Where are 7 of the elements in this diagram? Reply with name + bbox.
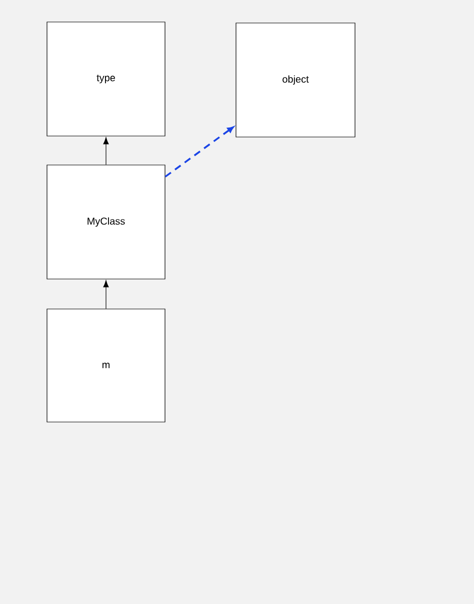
class-box: type	[46, 22, 166, 136]
arrow	[103, 280, 109, 309]
arrow	[164, 126, 234, 178]
class-box: MyClass	[46, 164, 166, 280]
class-box: m	[46, 308, 166, 422]
class-box: object	[236, 22, 356, 138]
arrow	[103, 137, 109, 165]
